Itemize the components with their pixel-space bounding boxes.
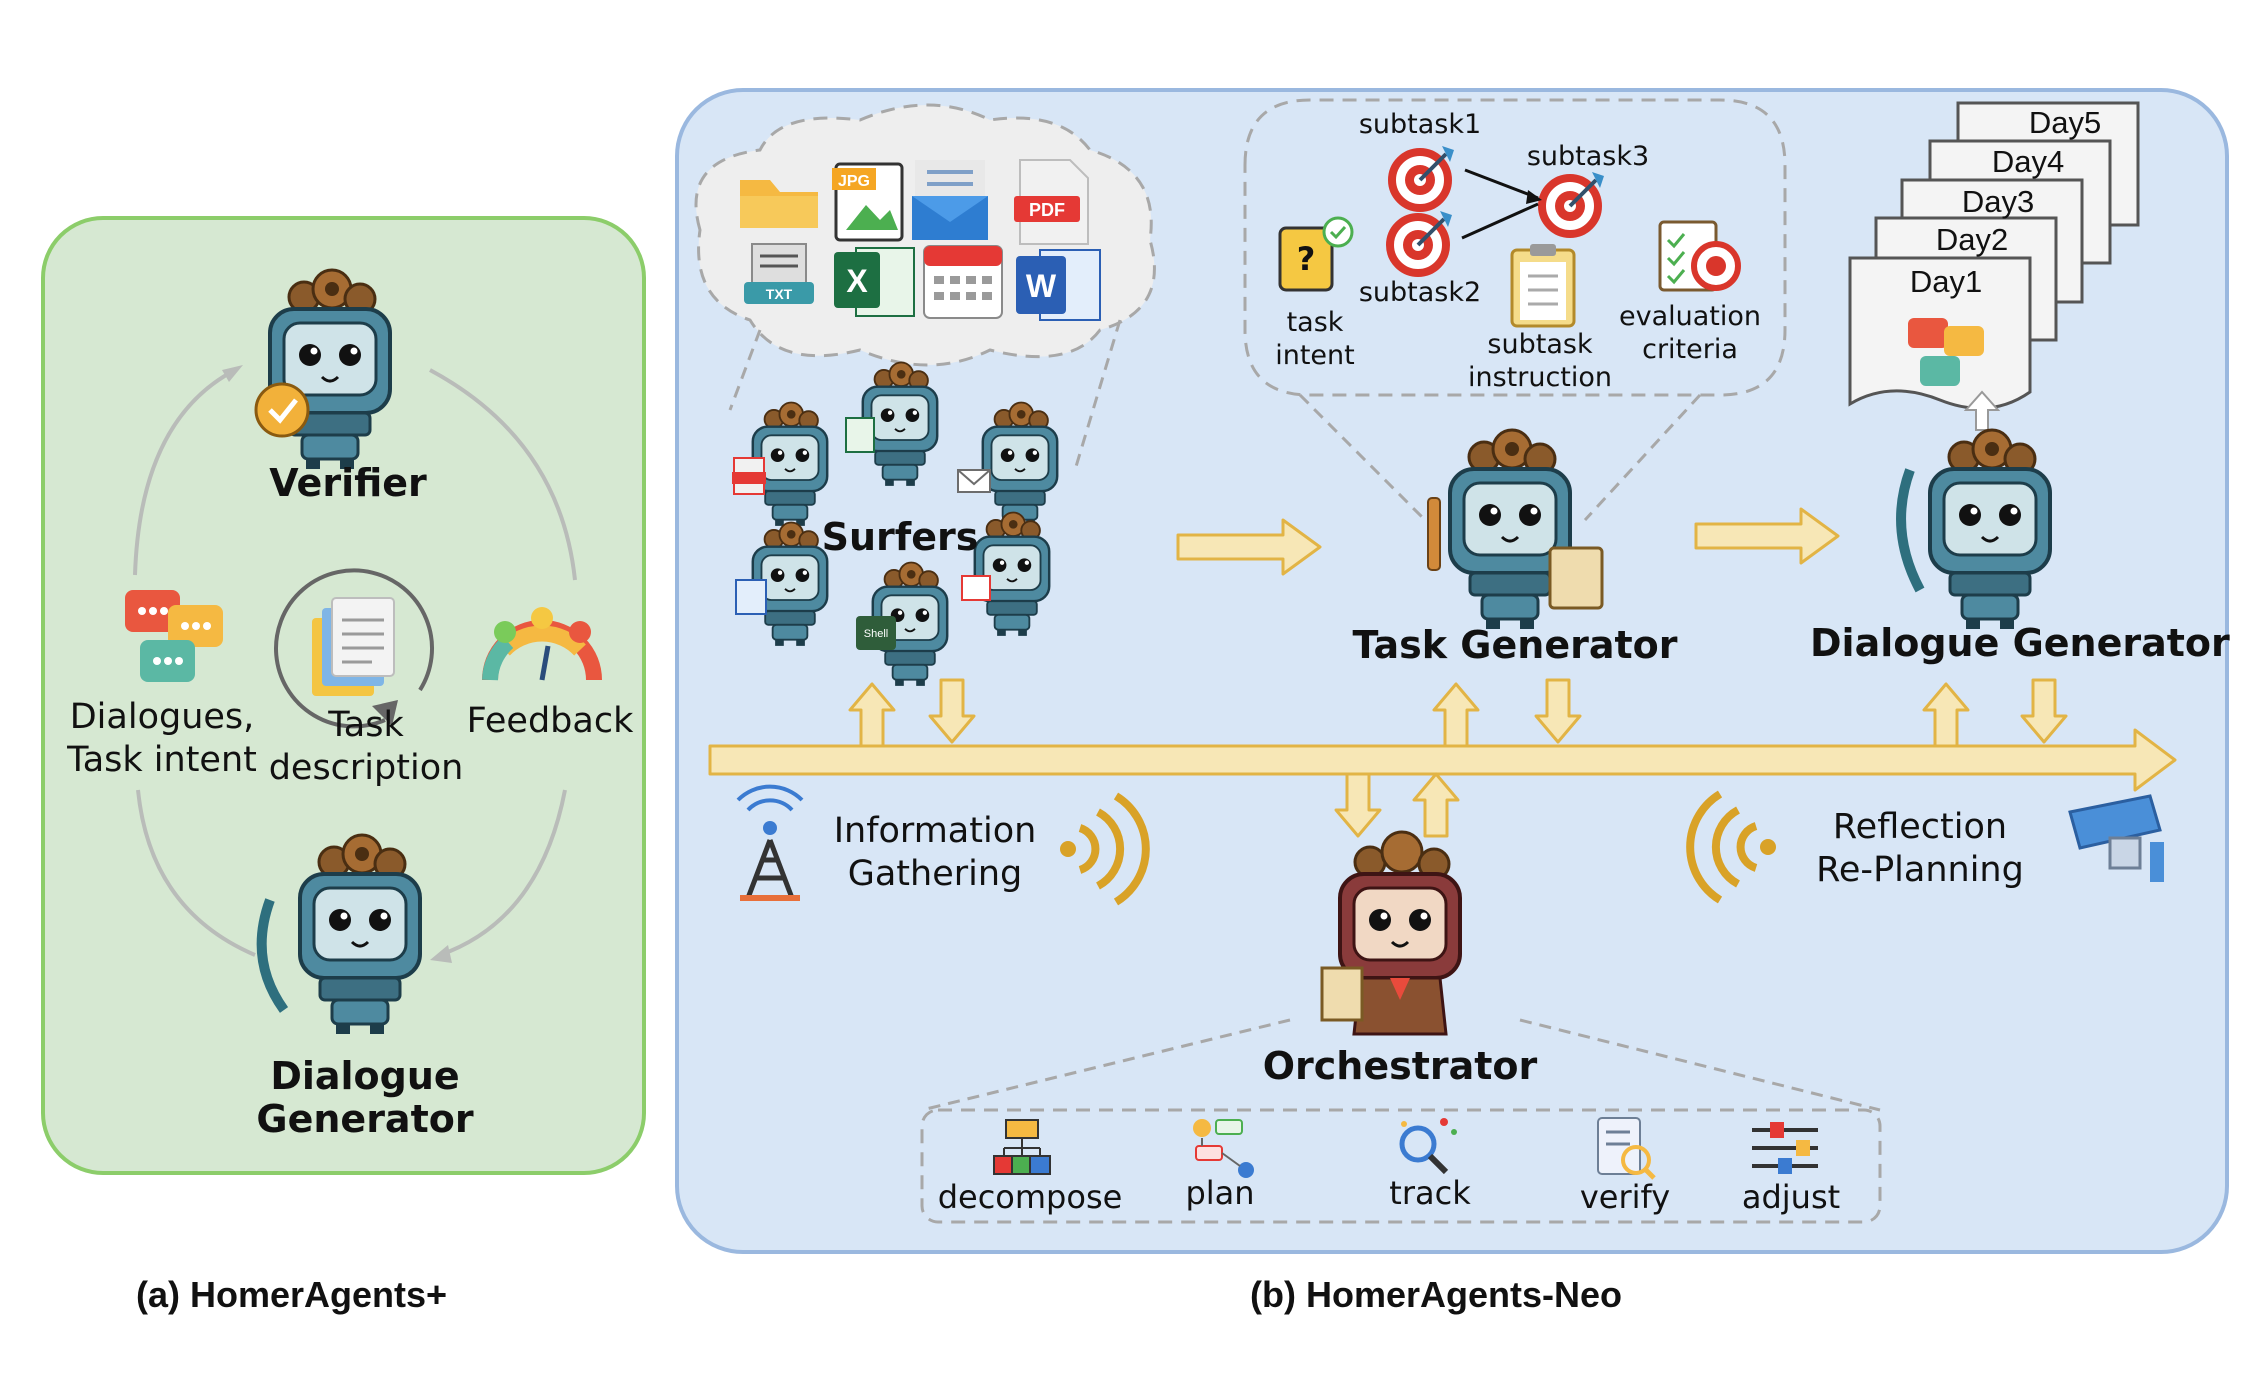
dialogue-generator-a-label-line2: Generator xyxy=(256,1097,474,1141)
chat-bubbles-icon xyxy=(125,590,223,682)
subtask-instruction-clipboard-icon xyxy=(1510,244,1576,328)
day4-label: Day4 xyxy=(1992,144,2064,179)
folder-icon xyxy=(740,180,818,228)
task-description-label-line1: Task xyxy=(328,705,404,745)
track-icon xyxy=(1399,1118,1457,1175)
txt-file-icon: TXT xyxy=(744,243,814,304)
task-intent-icon: ? xyxy=(1278,216,1354,292)
adjust-icon xyxy=(1752,1122,1818,1174)
evaluation-criteria-label-line2: criteria xyxy=(1642,334,1738,365)
up-arrow-to-pages xyxy=(1963,390,2001,431)
word-file-icon: W xyxy=(1016,249,1101,321)
cycle-arc-left-bottom xyxy=(136,789,256,957)
feedback-gauge-icon xyxy=(482,607,602,681)
information-label-line1: Information xyxy=(833,811,1037,851)
plan-icon xyxy=(1193,1119,1254,1178)
surfer-robots-group: Shell xyxy=(732,361,1059,688)
signal-waves-left-icon xyxy=(1686,790,1776,904)
clipboard-icon xyxy=(1548,546,1604,610)
day5-label: Day5 xyxy=(2029,105,2101,140)
replanning-label-line2: Re-Planning xyxy=(1816,850,2024,890)
subtask2-target-icon xyxy=(1390,211,1452,273)
verify-icon xyxy=(1597,1117,1656,1180)
quill-icon xyxy=(256,898,289,1013)
quill-b-icon xyxy=(1896,468,1925,593)
cycle-arc-left-up xyxy=(133,368,236,576)
task-intent-label-line2: Task intent xyxy=(67,740,257,780)
feedback-label: Feedback xyxy=(466,701,634,741)
panel-a-caption: (a) HomerAgents+ xyxy=(136,1274,448,1315)
surfers-to-task-arrow xyxy=(1176,518,1322,576)
dialogue-generator-a-label-line1: Dialogue xyxy=(270,1054,460,1098)
subtask-bubble xyxy=(1243,98,1787,397)
antenna-tower-icon xyxy=(736,784,804,901)
day-pages-stack: Day5 Day4 Day3 Day2 Day1 xyxy=(1848,101,2140,410)
shared-bus-arrow xyxy=(708,728,2177,792)
reflection-label-line1: Reflection xyxy=(1832,807,2008,847)
image-file-icon: JPG xyxy=(832,162,904,242)
orchestrator-actions-box xyxy=(920,1108,1882,1224)
pdf-badge: PDF xyxy=(1029,200,1065,220)
verifier-check-badge-icon xyxy=(254,382,310,438)
pencil-icon xyxy=(1427,497,1441,571)
action-verify-label: verify xyxy=(1579,1178,1671,1216)
dialogue-generator-b-label: Dialogue Generator xyxy=(1810,621,2230,665)
task-description-document-icon xyxy=(312,597,395,696)
word-badge: W xyxy=(1026,268,1057,304)
day1-label: Day1 xyxy=(1910,264,1982,299)
task-to-dialogue-arrow xyxy=(1694,507,1840,565)
mail-icon xyxy=(912,160,988,240)
signal-waves-right-icon xyxy=(1060,792,1150,906)
security-camera-icon xyxy=(2068,794,2164,882)
verifier-label: Verifier xyxy=(269,461,427,505)
task-intent-label-line2-b: intent xyxy=(1275,340,1355,371)
pdf-file-icon: PDF xyxy=(1014,159,1089,245)
subtask2-label: subtask2 xyxy=(1358,277,1482,308)
subtask3-target-icon xyxy=(1542,172,1604,234)
panel-b-background xyxy=(675,88,2229,1254)
dialogues-label-line1: Dialogues, xyxy=(69,697,255,737)
subtask1-to-3-arrow xyxy=(1464,168,1539,200)
loop-arrow-icon xyxy=(274,568,435,729)
action-track-label: track xyxy=(1389,1174,1471,1212)
calendar-icon xyxy=(923,245,1003,319)
cycle-arc-right-bottom xyxy=(439,789,567,957)
shell-badge: Shell xyxy=(864,628,888,640)
action-decompose-label: decompose xyxy=(937,1178,1123,1216)
cycle-arc-right-down xyxy=(429,368,577,581)
task-description-label-line2: description xyxy=(268,748,464,788)
evaluation-criteria-icon xyxy=(1658,220,1741,292)
panel-b-caption: (b) HomerAgents-Neo xyxy=(1250,1274,1623,1315)
task-generator-label: Task Generator xyxy=(1352,623,1678,667)
subtask1-label: subtask1 xyxy=(1358,109,1482,140)
orchestrator-label: Orchestrator xyxy=(1262,1044,1538,1088)
surfers-label: Surfers xyxy=(821,515,979,559)
subtask2-to-3-arrow xyxy=(1461,202,1539,240)
jpg-badge: JPG xyxy=(838,173,870,190)
decompose-icon xyxy=(993,1119,1051,1175)
subtask-instruction-label-line1: subtask xyxy=(1487,329,1593,360)
day3-label: Day3 xyxy=(1962,184,2034,219)
subtask-instruction-label-line2: instruction xyxy=(1467,362,1613,393)
excel-badge: X xyxy=(846,263,868,299)
subtask3-label: subtask3 xyxy=(1526,141,1650,172)
action-plan-label: plan xyxy=(1185,1174,1255,1212)
svg-text:?: ? xyxy=(1297,240,1316,278)
day2-label: Day2 xyxy=(1936,222,2008,257)
task-intent-label-line1: task xyxy=(1286,307,1344,338)
action-adjust-label: adjust xyxy=(1741,1178,1841,1216)
excel-file-icon: X xyxy=(834,247,915,317)
subtask1-target-icon xyxy=(1392,146,1454,208)
txt-badge: TXT xyxy=(766,286,793,302)
gathering-label-line2: Gathering xyxy=(847,854,1023,894)
evaluation-criteria-label-line1: evaluation xyxy=(1618,301,1761,332)
